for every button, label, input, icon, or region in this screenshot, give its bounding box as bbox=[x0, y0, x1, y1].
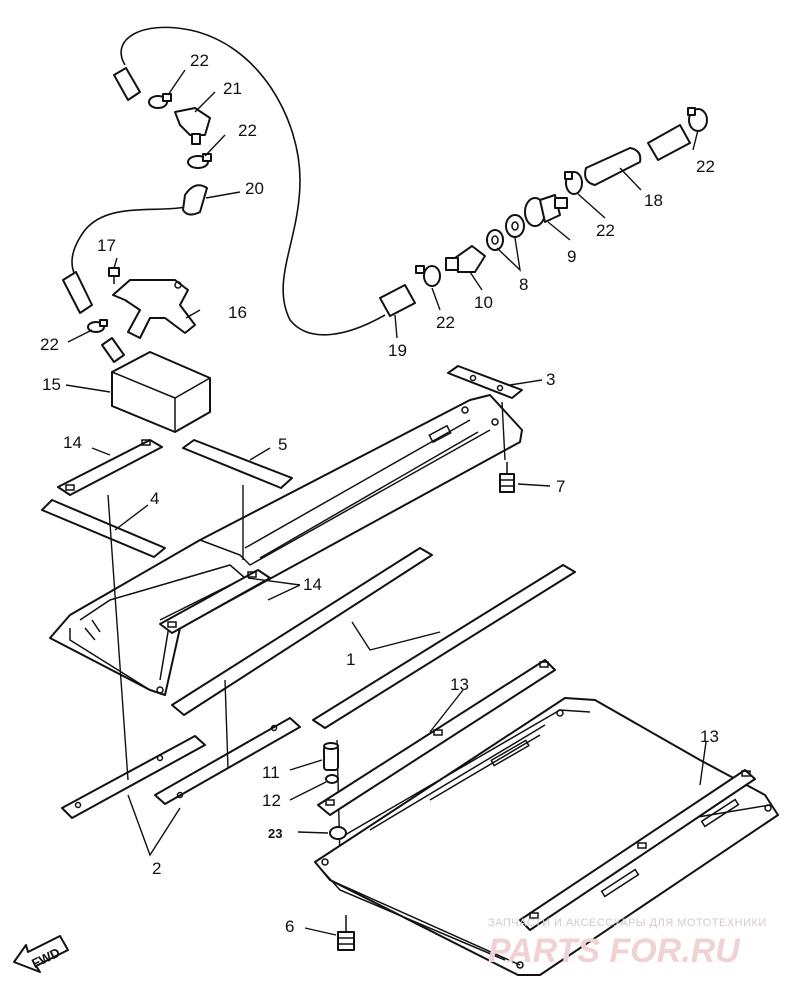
hose-clamp bbox=[687, 107, 708, 132]
washer bbox=[329, 826, 347, 840]
washer bbox=[486, 229, 504, 251]
part-label: 13 bbox=[700, 727, 719, 746]
part-label: 20 bbox=[245, 179, 264, 198]
part-label: 22 bbox=[40, 335, 59, 354]
hose-piece bbox=[182, 184, 208, 216]
part-label: 19 bbox=[388, 341, 407, 360]
long-rubber-strip bbox=[312, 564, 576, 729]
part-label: 12 bbox=[262, 791, 281, 810]
part-labels: 22 21 22 20 17 16 22 15 14 5 4 3 7 14 1 … bbox=[40, 51, 719, 936]
bolt bbox=[499, 462, 515, 493]
part-label: 21 bbox=[223, 79, 242, 98]
side-rail bbox=[317, 659, 556, 816]
bolt bbox=[337, 915, 355, 951]
part-label: 5 bbox=[278, 435, 287, 454]
fuel-elbow-fitting bbox=[174, 107, 211, 145]
watermark-tagline: ЗАПЧАСТИ И АКСЕССУАРЫ ДЛЯ МОТОТЕХНИКИ bbox=[488, 917, 767, 929]
alignment-line bbox=[224, 679, 229, 769]
fuel-hose bbox=[584, 147, 642, 186]
part-label: 14 bbox=[303, 575, 322, 594]
watermark-brand: PARTS FOR.RU bbox=[488, 932, 741, 970]
hose-route-line-2 bbox=[71, 204, 196, 276]
hose-clamp bbox=[148, 93, 172, 109]
hose-clamp bbox=[564, 171, 583, 195]
part-label: 22 bbox=[190, 51, 209, 70]
part-label: 9 bbox=[567, 247, 576, 266]
part-label: 17 bbox=[97, 236, 116, 255]
fuel-fitting bbox=[524, 194, 568, 227]
part-label: 8 bbox=[519, 275, 528, 294]
side-rail bbox=[519, 769, 756, 931]
leader-lines bbox=[65, 69, 707, 936]
fuel-valve bbox=[445, 245, 486, 273]
part-label: 2 bbox=[152, 859, 161, 878]
alignment-line bbox=[501, 401, 506, 461]
washer bbox=[505, 214, 525, 238]
mounting-strip bbox=[57, 439, 163, 496]
hose-piece bbox=[62, 271, 93, 314]
washer bbox=[325, 774, 339, 784]
spacer-collar bbox=[323, 742, 339, 771]
rubber-strip bbox=[182, 439, 293, 489]
part-label: 22 bbox=[436, 313, 455, 332]
hose-route-line bbox=[120, 26, 386, 336]
hose-piece bbox=[113, 67, 141, 101]
part-label: 1 bbox=[346, 650, 355, 669]
hose-clamp bbox=[87, 319, 108, 333]
part-label: 14 bbox=[63, 433, 82, 452]
part-label: 16 bbox=[228, 303, 247, 322]
rubber-strip bbox=[41, 499, 166, 558]
long-rubber-strip bbox=[171, 547, 433, 716]
hose-clamp bbox=[187, 153, 212, 169]
part-label: 22 bbox=[596, 221, 615, 240]
small-plate bbox=[447, 365, 523, 399]
mounting-strip bbox=[61, 735, 206, 819]
hose-piece bbox=[647, 124, 691, 161]
part-label: 13 bbox=[450, 675, 469, 694]
hose-piece bbox=[379, 284, 416, 317]
part-label: 11 bbox=[262, 763, 280, 782]
alignment-line bbox=[107, 494, 129, 781]
part-label: 7 bbox=[556, 477, 565, 496]
tank-bracket bbox=[112, 279, 196, 339]
part-label: 6 bbox=[285, 917, 294, 936]
part-label: 4 bbox=[150, 489, 159, 508]
part-label: 22 bbox=[696, 157, 715, 176]
bolt bbox=[108, 267, 120, 284]
hose-clamp bbox=[415, 265, 441, 287]
part-label: 15 bbox=[42, 375, 61, 394]
fuel-tank bbox=[101, 337, 211, 433]
part-label: 3 bbox=[546, 370, 555, 389]
part-label: 23 bbox=[268, 826, 282, 841]
forward-arrow-icon: FWD bbox=[13, 935, 69, 973]
part-label: 18 bbox=[644, 191, 663, 210]
part-label: 22 bbox=[238, 121, 257, 140]
mounting-strip bbox=[159, 569, 271, 634]
part-label: 10 bbox=[474, 293, 493, 312]
watermark: ЗАПЧАСТИ И АКСЕССУАРЫ ДЛЯ МОТОТЕХНИКИ PA… bbox=[488, 917, 767, 970]
